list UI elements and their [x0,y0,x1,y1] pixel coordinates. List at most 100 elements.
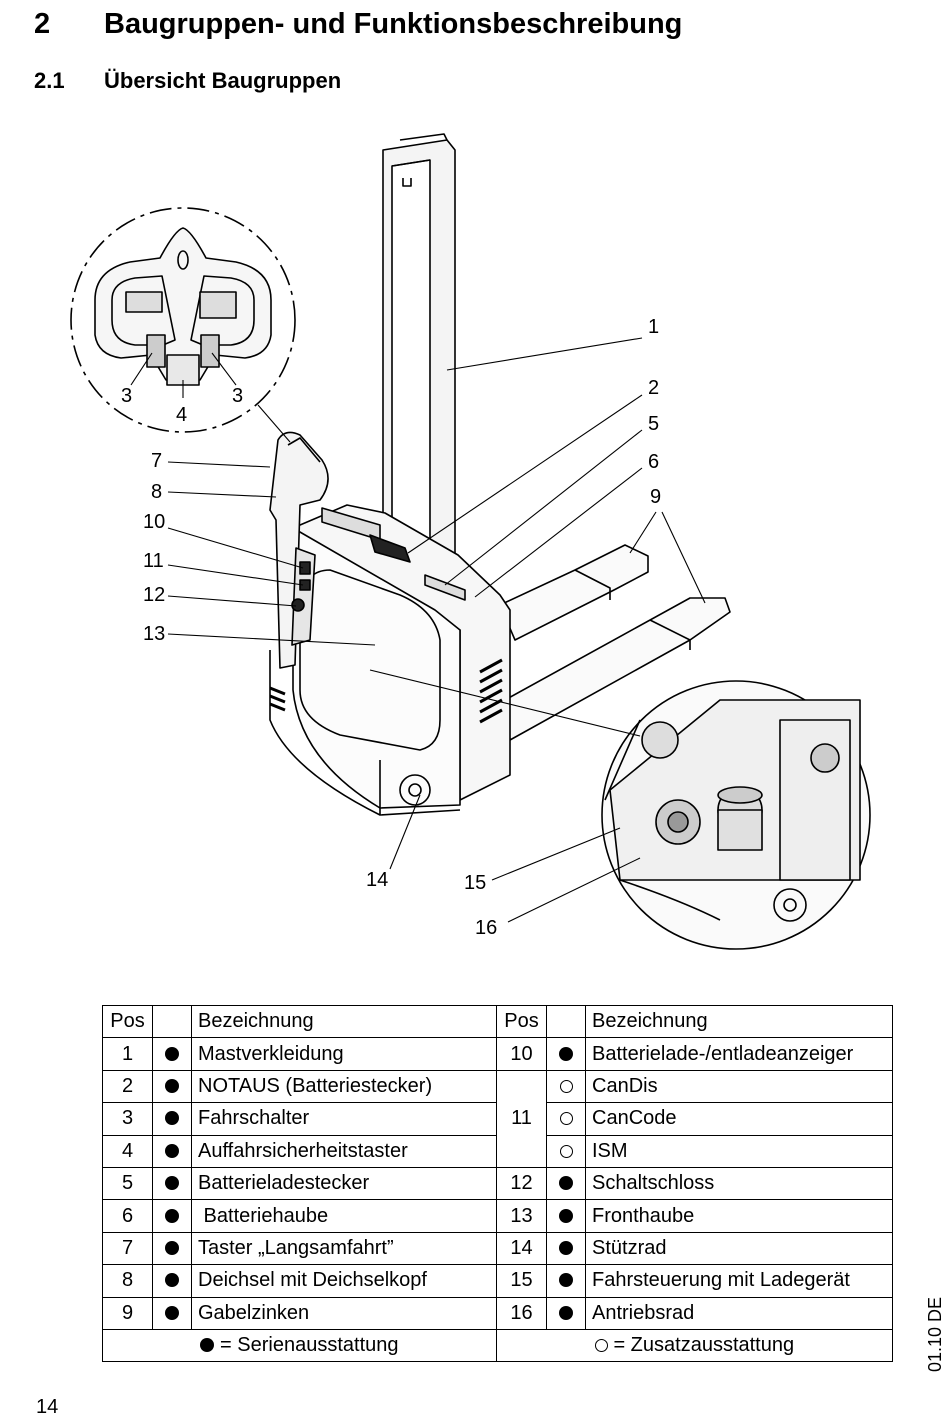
pos-cell: 7 [102,1231,153,1266]
optional-mark [546,1069,586,1104]
table-row: 7 Taster „Langsamfahrt” 14 Stützrad [102,1231,893,1266]
standard-mark [152,1231,192,1266]
pos-cell: 1 [102,1037,153,1071]
name-cell: Batterieladestecker [191,1166,497,1201]
empty-circle-icon [559,1079,573,1093]
filled-dot-icon [559,1208,573,1223]
filled-dot-icon [559,1240,573,1255]
filled-dot-icon [200,1338,215,1353]
callout-1: 1 [648,316,659,338]
filled-dot-icon [165,1176,179,1191]
callout-9: 9 [650,486,661,508]
pos-cell: 11 [496,1102,547,1136]
callout-2: 2 [648,377,659,399]
tiller-detail-circle [70,207,296,433]
standard-mark [152,1134,192,1168]
callout-12: 12 [143,584,165,606]
table-row: 5 Batterieladestecker 12 Schaltschloss [102,1166,893,1201]
name-cell: Stützrad [585,1231,893,1266]
name-cell: Antriebsrad [585,1296,893,1330]
filled-dot-icon [165,1240,179,1255]
page-number: 14 [36,1396,59,1418]
pos-cell: 15 [496,1264,547,1298]
table-row: 2 NOTAUS (Batteriestecker) CanDis [102,1069,893,1104]
filled-dot-icon [165,1273,179,1288]
callout-16: 16 [475,917,497,939]
filled-dot-icon [165,1305,179,1320]
parts-table: Pos Bezeichnung Pos Bezeichnung 1 Mastve… [102,1004,893,1363]
leader-lines [130,337,706,923]
standard-mark [546,1231,586,1266]
callout-4: 4 [176,404,187,426]
standard-mark [152,1296,192,1330]
standard-mark [152,1199,192,1233]
callout-15: 15 [464,872,486,894]
header-mark-left [152,1004,192,1039]
pos-cell: 4 [102,1134,153,1168]
pos-cell: 5 [102,1166,153,1201]
standard-mark [152,1102,192,1136]
pos-cell: 14 [496,1231,547,1266]
table-row: 6 Batteriehaube 13 Fronthaube [102,1199,893,1233]
pos-cell [496,1069,547,1103]
filled-dot-icon [165,1111,179,1126]
callout-6: 6 [648,451,659,473]
filled-dot-icon [559,1273,573,1288]
name-cell: Schaltschloss [585,1166,893,1201]
callout-3-right: 3 [232,385,243,407]
table-row: 3 Fahrschalter 11 CanCode [102,1102,893,1136]
callout-3-left: 3 [121,385,132,407]
header-name-right: Bezeichnung [585,1004,893,1039]
standard-mark [546,1199,586,1233]
pos-cell: 6 [102,1199,153,1233]
legend-optional: = Zusatzausstattung [496,1328,893,1363]
optional-mark [546,1102,586,1136]
filled-dot-icon [559,1305,573,1320]
pos-cell: 10 [496,1037,547,1071]
pos-cell: 13 [496,1199,547,1233]
header-pos-right: Pos [496,1004,547,1039]
empty-circle-icon [594,1339,608,1353]
name-cell: Gabelzinken [191,1296,497,1330]
filled-dot-icon [165,1208,179,1223]
section-number: 2.1 [34,68,65,93]
filled-dot-icon [165,1078,179,1093]
table-row: 1 Mastverkleidung 10 Batterielade-/entla… [102,1037,893,1071]
tiller [269,431,329,669]
filled-dot-icon [165,1143,179,1158]
pos-cell: 16 [496,1296,547,1330]
standard-mark [152,1037,192,1071]
legend-standard-label: = Serienausstattung [220,1334,399,1357]
name-cell: Batterielade-/entladeanzeiger [585,1037,893,1071]
mast [382,133,456,571]
callout-10: 10 [143,511,165,533]
name-cell: ISM [585,1134,893,1168]
truck-body [269,504,511,816]
filled-dot-icon [165,1046,179,1061]
name-cell: Taster „Langsamfahrt” [191,1231,497,1266]
header-mark-right [546,1004,586,1039]
legend-optional-label: = Zusatzausstattung [613,1334,795,1357]
chapter-title: Baugruppen- und Funktionsbeschreibung [104,8,683,40]
standard-mark [546,1264,586,1298]
callout-7: 7 [151,450,162,472]
pos-cell: 9 [102,1296,153,1330]
chapter-number: 2 [34,8,51,40]
callout-11: 11 [143,550,164,572]
pos-cell [496,1135,547,1168]
pos-cell: 3 [102,1102,153,1136]
name-cell: Deichsel mit Deichselkopf [191,1264,497,1298]
standard-mark [546,1037,586,1071]
edition-label: 01.10 DE [925,1296,945,1372]
forklift-illustration: 1 2 5 6 9 3 4 3 7 8 10 11 12 13 14 15 16 [70,133,871,950]
callout-5: 5 [648,413,659,435]
forks [499,544,731,741]
pos-cell: 12 [496,1166,547,1201]
standard-mark [152,1166,192,1201]
pos-cell: 2 [102,1069,153,1104]
standard-mark [546,1166,586,1201]
header-pos-left: Pos [102,1004,153,1039]
filled-dot-icon [559,1176,573,1191]
name-cell: Mastverkleidung [191,1037,497,1071]
section-title: Übersicht Baugruppen [104,68,342,93]
